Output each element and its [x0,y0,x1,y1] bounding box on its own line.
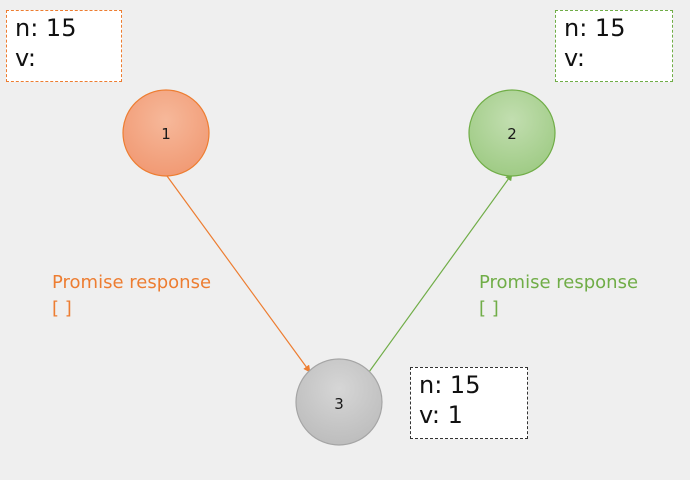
state-box-node-3: n: 15 v: 1 [410,367,528,439]
state-v-node-2: v: [564,44,585,72]
message-1-payload: [ ] [52,298,72,319]
state-v-node-3: v: 1 [419,401,463,429]
node-2: 2 [468,89,556,177]
edge-3-to-2 [368,173,513,373]
message-3-to-2: Promise response [ ] [479,270,638,322]
node-3: 3 [295,358,383,446]
message-2-payload: [ ] [479,298,499,319]
node-2-label: 2 [507,125,517,143]
edge-1-to-3 [166,175,311,373]
state-n-node-2: n: 15 [564,14,626,42]
state-v-node-1: v: [15,44,36,72]
node-1-label: 1 [161,125,171,143]
state-n-node-1: n: 15 [15,14,77,42]
message-1-title: Promise response [52,272,212,293]
message-1-to-3: Promise response [ ] [52,270,211,322]
node-3-label: 3 [334,395,344,413]
message-2-title: Promise response [479,272,639,293]
node-1: 1 [122,89,210,177]
state-box-node-2: n: 15 v: [555,10,673,82]
state-box-node-1: n: 15 v: [6,10,122,82]
state-n-node-3: n: 15 [419,371,481,399]
